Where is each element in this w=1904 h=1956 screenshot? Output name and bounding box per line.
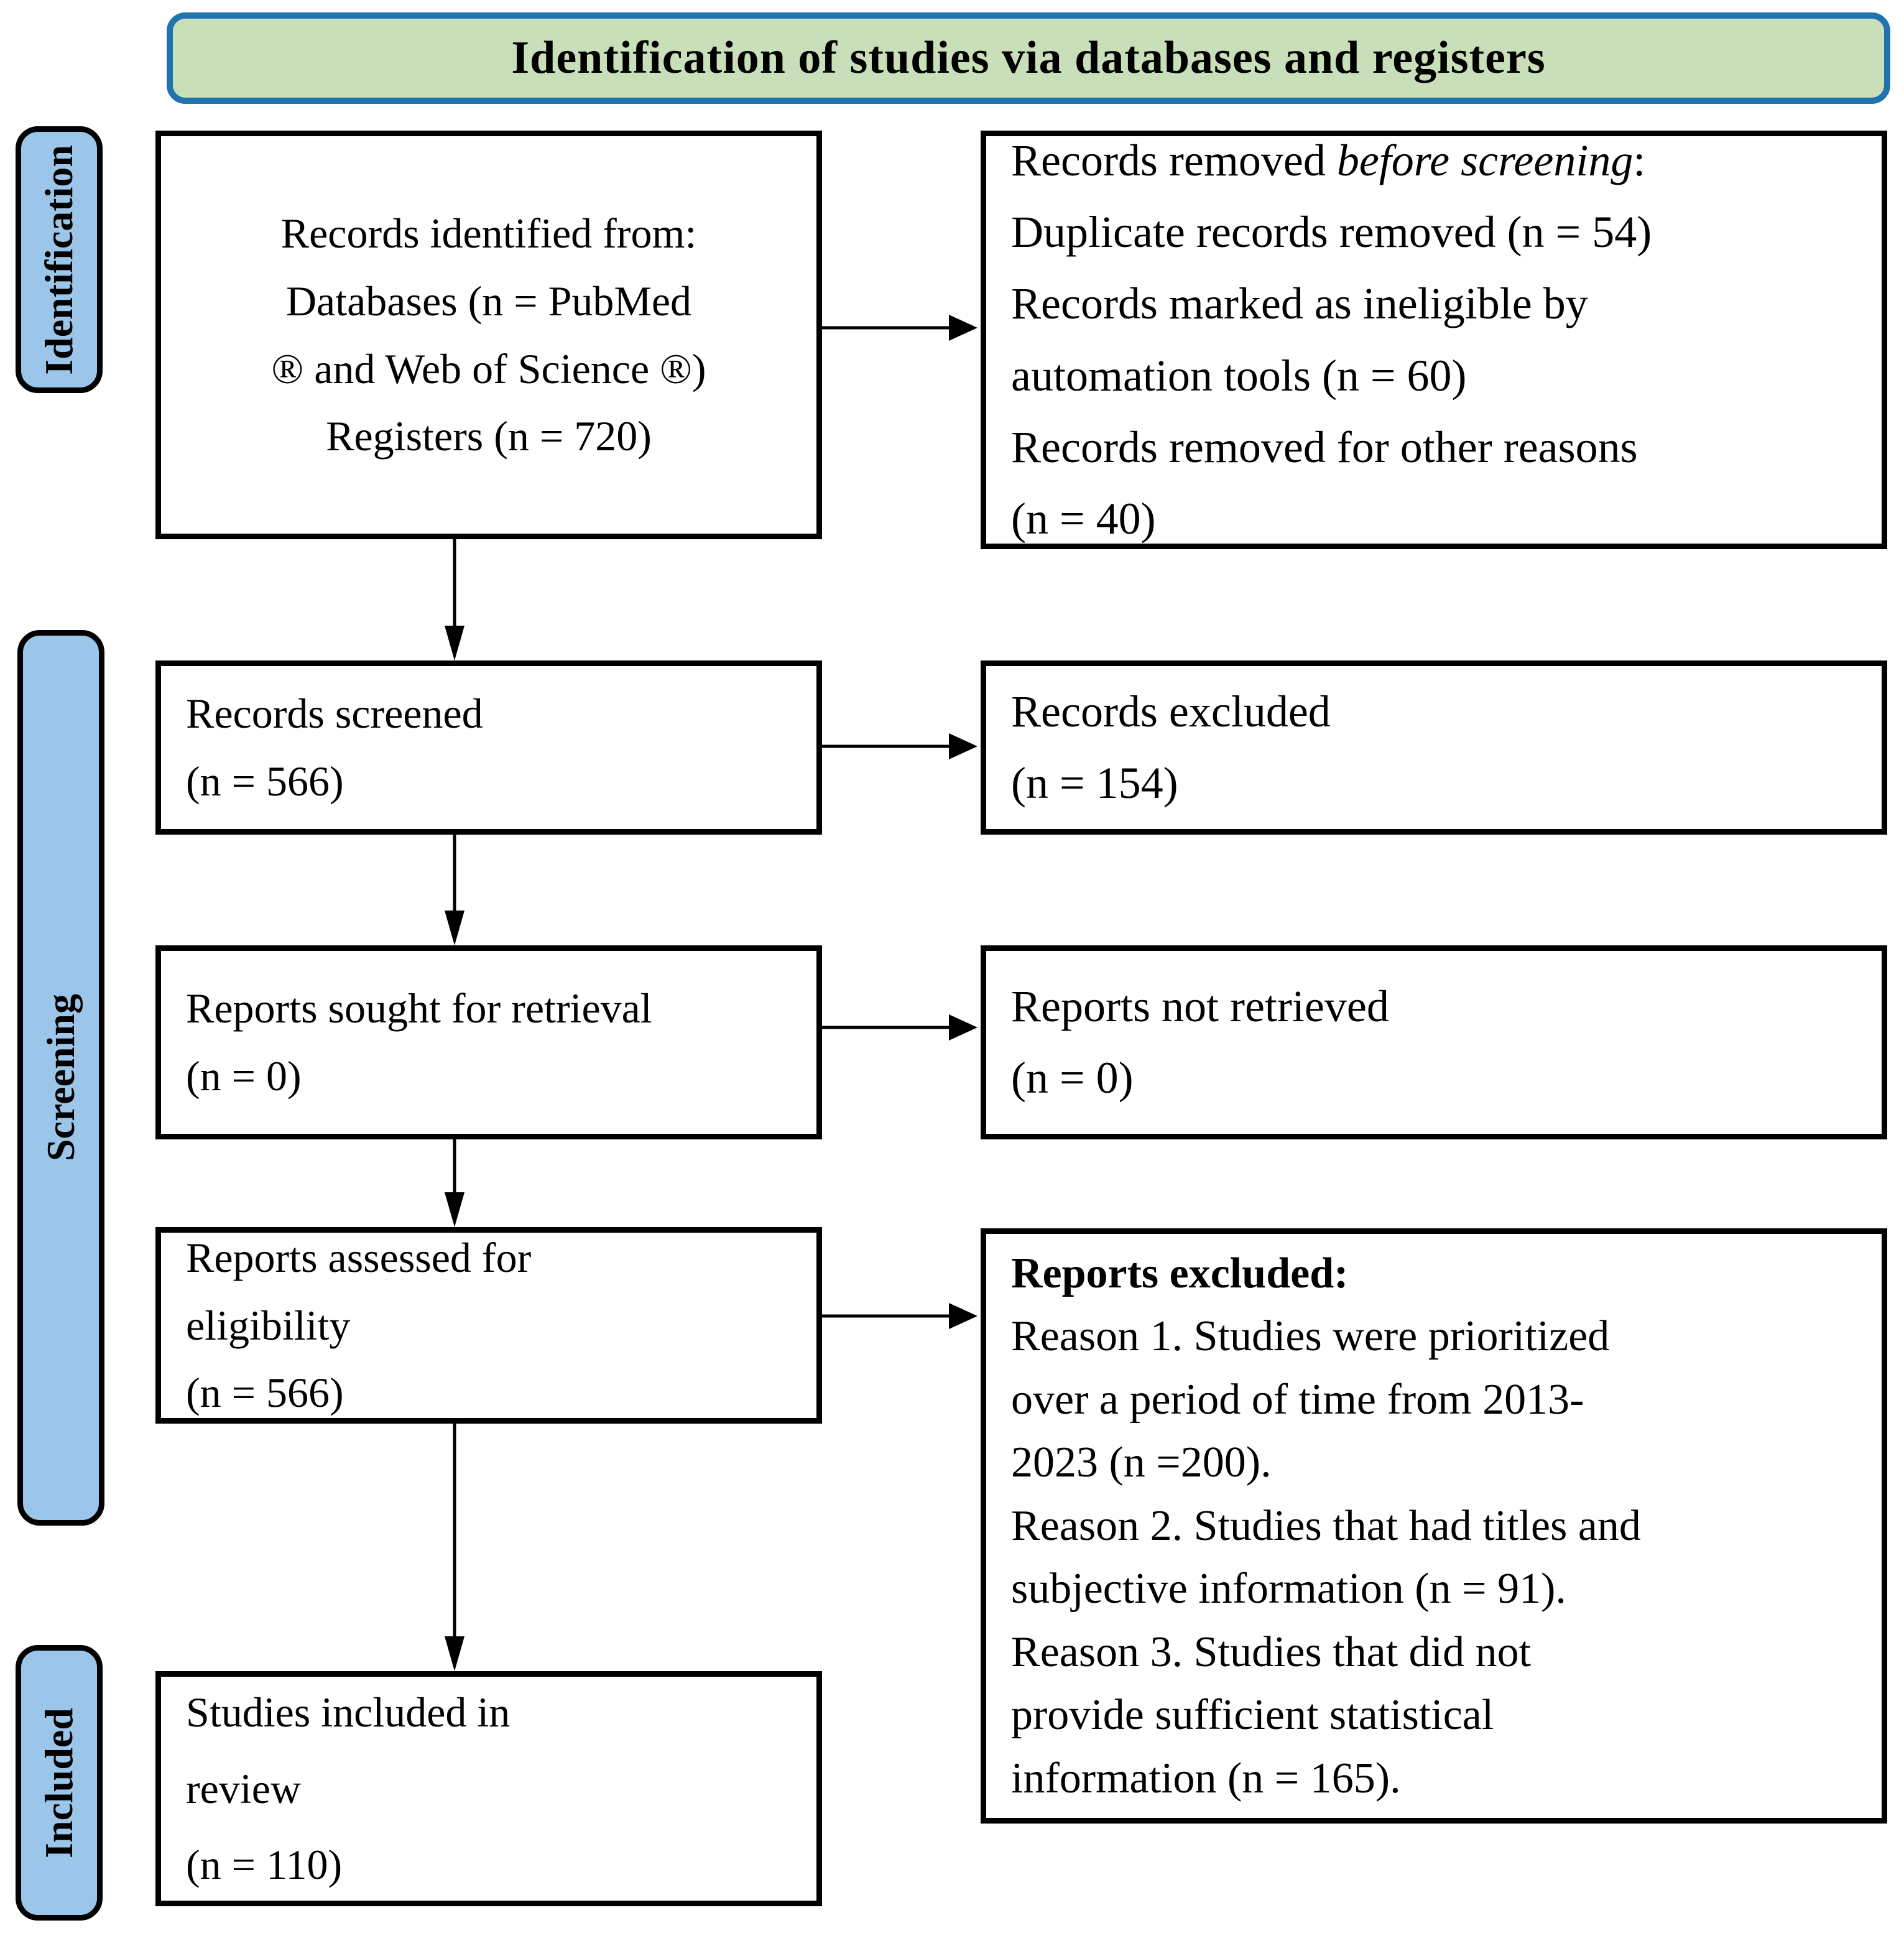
box-reports-not-retrieved: Reports not retrieved (n = 0)	[981, 945, 1887, 1139]
box-reports-excluded-heading: Reports excluded:	[1011, 1249, 1349, 1297]
box-reports-assessed-text: Reports assessed for eligibility (n = 56…	[186, 1233, 532, 1417]
stage-label-included-text: Included	[37, 1707, 81, 1858]
arrow-sought-to-assessed	[444, 1139, 465, 1227]
stage-label-identification: Identification	[16, 126, 103, 393]
arrow-identified-to-screened	[444, 539, 465, 660]
stage-label-screening: Screening	[17, 630, 104, 1526]
box-records-identified: Records identified from: Databases (n = …	[155, 131, 822, 539]
arrow-shaft	[822, 1314, 954, 1318]
arrow-right-icon	[949, 733, 977, 759]
arrow-shaft	[453, 835, 456, 917]
box-records-removed-heading: Records removed before screening:	[1011, 125, 1870, 197]
arrow-right-icon	[949, 1014, 977, 1041]
box-records-identified-text: Records identified from: Databases (n = …	[271, 209, 706, 460]
arrow-shaft	[822, 1026, 954, 1029]
box-reports-not-retrieved-text: Reports not retrieved (n = 0)	[1011, 981, 1389, 1103]
box-records-removed: Records removed before screening: Duplic…	[981, 131, 1887, 549]
arrow-shaft	[453, 1424, 456, 1643]
arrow-right-icon	[949, 315, 977, 341]
arrow-screened-to-sought	[444, 835, 465, 945]
arrow-down-icon	[445, 1192, 464, 1227]
box-reports-excluded-reasons: Reason 1. Studies were prioritized over …	[1011, 1312, 1641, 1802]
stage-label-identification-text: Identification	[37, 144, 81, 375]
stage-label-included: Included	[16, 1645, 103, 1921]
arrow-assessed-to-included	[444, 1424, 465, 1671]
arrow-screened-to-excluded	[822, 733, 977, 760]
arrow-down-icon	[445, 911, 464, 945]
box-reports-sought: Reports sought for retrieval (n = 0)	[155, 945, 822, 1139]
arrow-shaft	[822, 744, 954, 748]
arrow-shaft	[453, 539, 456, 632]
box-studies-included-text: Studies included in review (n = 110)	[186, 1689, 511, 1889]
box-studies-included: Studies included in review (n = 110)	[155, 1671, 822, 1906]
title-banner: Identification of studies via databases …	[167, 12, 1890, 104]
box-reports-assessed: Reports assessed for eligibility (n = 56…	[155, 1227, 822, 1424]
diagram-title: Identification of studies via databases …	[511, 32, 1546, 83]
stage-label-screening-text: Screening	[39, 994, 83, 1162]
arrow-identified-to-removed	[822, 314, 977, 341]
arrow-shaft	[453, 1139, 456, 1198]
arrow-assessed-to-reports-excluded	[822, 1302, 977, 1330]
arrow-down-icon	[445, 1636, 464, 1671]
box-records-screened: Records screened (n = 566)	[155, 660, 822, 835]
box-reports-sought-text: Reports sought for retrieval (n = 0)	[186, 985, 652, 1100]
box-records-screened-text: Records screened (n = 566)	[186, 690, 483, 805]
records-removed-italic: before screening	[1336, 135, 1634, 185]
arrow-shaft	[822, 326, 954, 330]
box-records-removed-details: Duplicate records removed (n = 54) Recor…	[1011, 207, 1652, 544]
box-records-excluded-text: Records excluded (n = 154)	[1011, 686, 1331, 808]
box-reports-excluded: Reports excluded: Reason 1. Studies were…	[981, 1228, 1887, 1824]
records-removed-prefix: Records removed	[1011, 135, 1337, 185]
arrow-sought-to-not-retrieved	[822, 1014, 977, 1041]
box-records-excluded: Records excluded (n = 154)	[981, 660, 1887, 835]
arrow-right-icon	[949, 1303, 977, 1329]
arrow-down-icon	[445, 626, 464, 660]
records-removed-colon: :	[1633, 135, 1646, 185]
